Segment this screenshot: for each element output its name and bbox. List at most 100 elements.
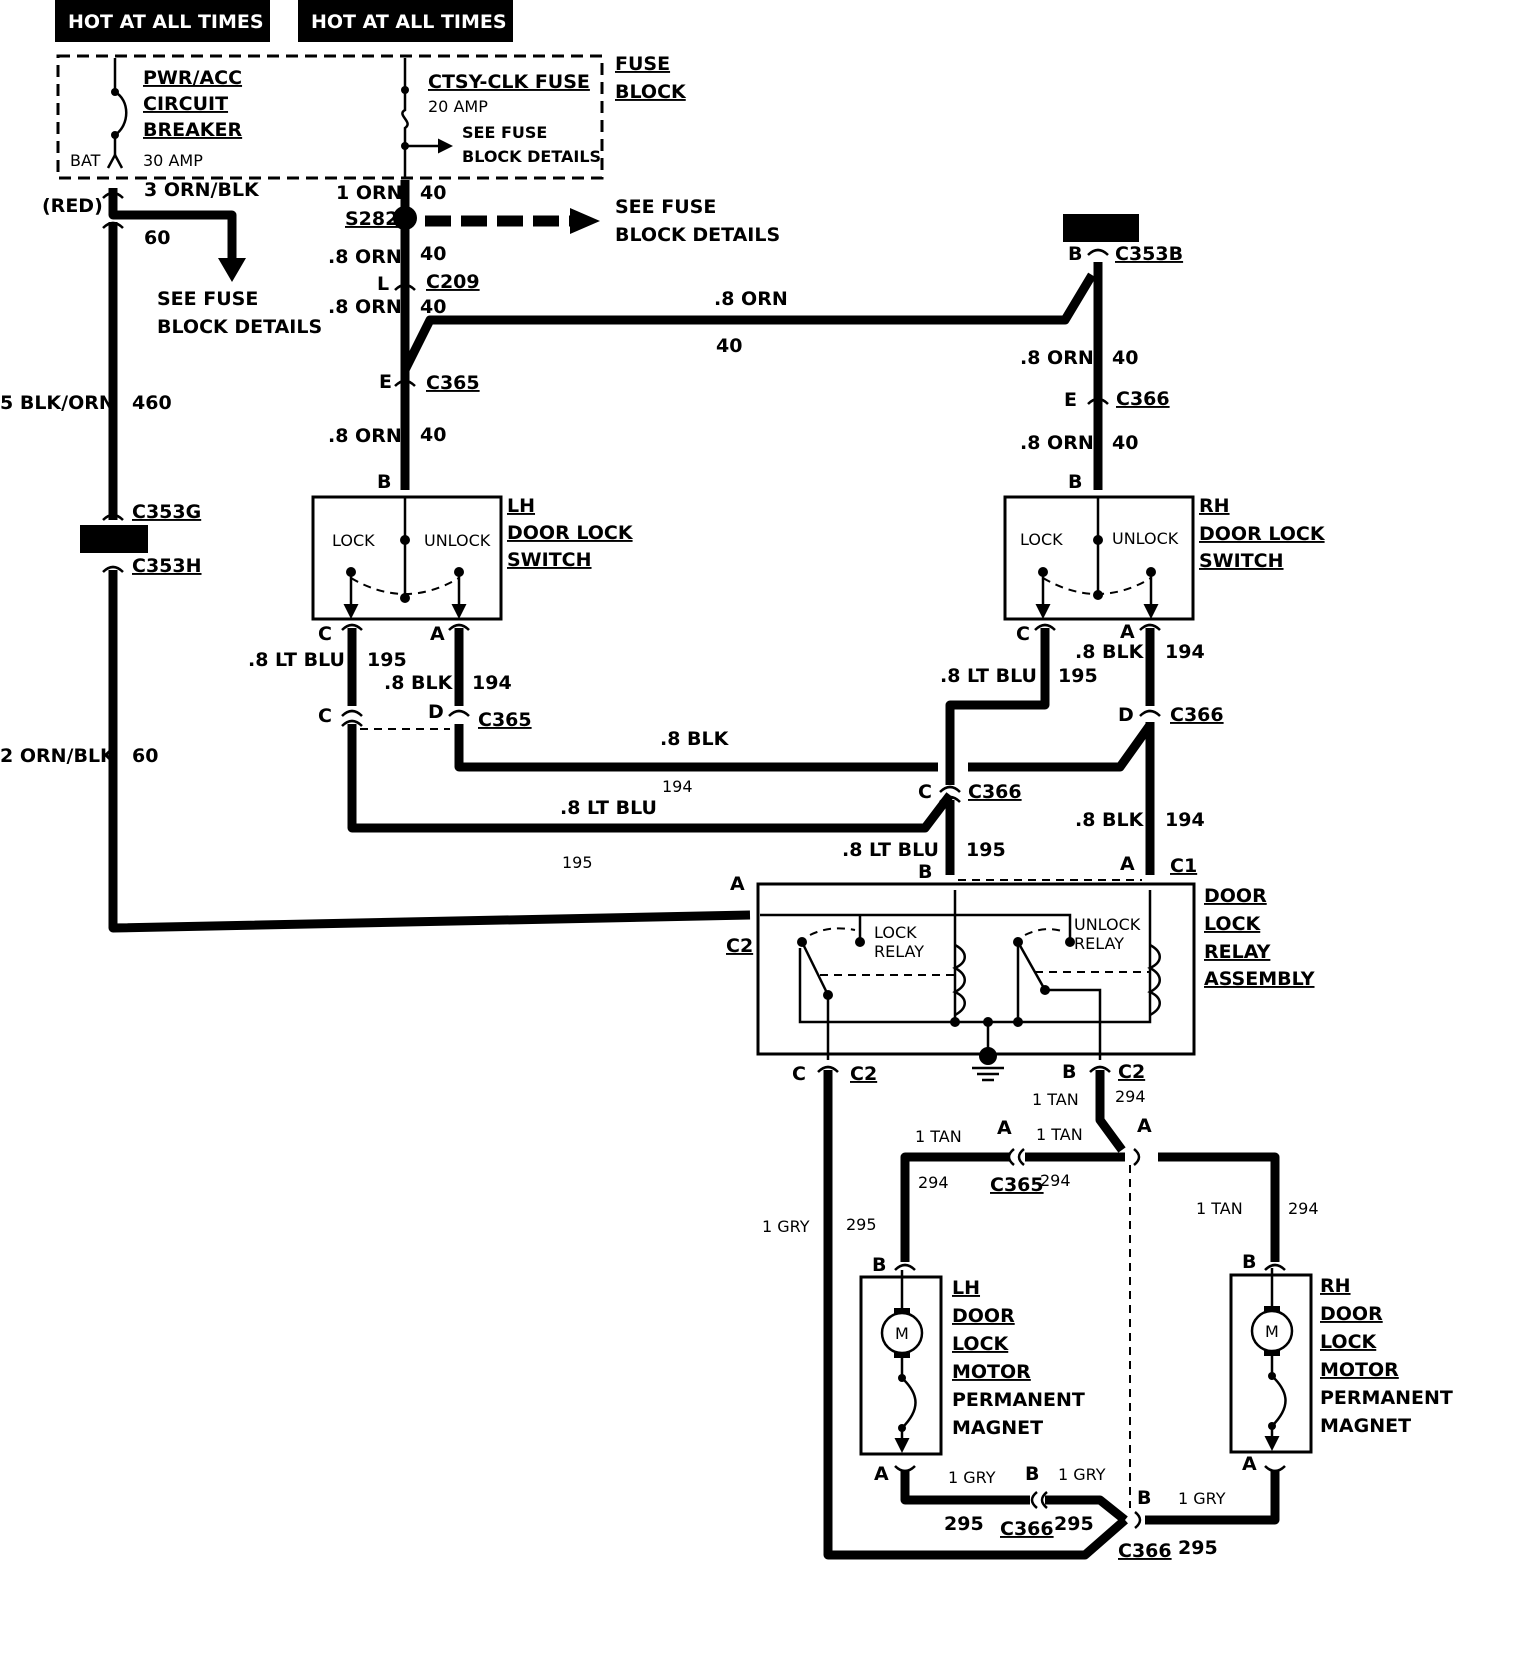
orn-circuit-orn08-label: .8 ORN: [328, 246, 402, 268]
orn-circuit-c209-label: C209: [426, 271, 480, 293]
lock-wires-pin-b-label: B: [918, 861, 932, 883]
fuse-block-breaker-name-1-label: CIRCUIT: [143, 93, 228, 115]
motor-wires-tan-label: 1 TAN: [915, 1127, 962, 1146]
relay-lock-relay-0-label: LOCK: [874, 923, 917, 942]
rh-door-lock-switch: LOCK UNLOCK: [1003, 495, 1195, 621]
orn-circuit-pin-l-label: L: [377, 273, 389, 295]
orn-circuit-c366-label: C366: [1116, 388, 1170, 410]
lock-wires-c195-label: 195: [966, 839, 1006, 861]
rh-switch-title-2-label: SWITCH: [1199, 550, 1284, 572]
motor-wires-c295-label: 295: [944, 1513, 984, 1535]
lh-switch-title-2-label: SWITCH: [507, 549, 592, 571]
lock-wires-c366-label: C366: [968, 781, 1022, 803]
lock-wires-c366-label: C366: [1170, 704, 1224, 726]
lock-wires-c1-label: C1: [1170, 855, 1197, 877]
orn-circuit-orn08-label: .8 ORN: [1020, 432, 1094, 454]
relay-title-2-label: RELAY: [1204, 941, 1271, 963]
relay-c2-label: C2: [1118, 1061, 1145, 1083]
rh-switch-title-0-label: RH: [1199, 495, 1230, 517]
left-feed-see-details-1-label: BLOCK DETAILS: [157, 316, 322, 338]
motor-wires-pin-a-label: A: [997, 1117, 1012, 1139]
lock-wires-ltblu-label: .8 LT BLU: [560, 797, 657, 819]
rh-switch-pin-a-label: A: [1120, 621, 1135, 643]
motor-wires-c366-label: C366: [1000, 1518, 1054, 1540]
left-feed-wire-mid-circuit-label: 460: [132, 392, 172, 414]
lock-wires-blk-label: .8 BLK: [384, 672, 454, 694]
header-right-label-label: HOT AT ALL TIMES: [311, 11, 507, 33]
orn-circuit-40-wire: [393, 180, 1139, 490]
orn-circuit-pin-b-label: B: [377, 471, 391, 493]
orn-circuit-circuit-label: 40: [420, 182, 446, 204]
motor-wires-c366-label: C366: [1118, 1540, 1172, 1562]
lock-wires-pin-d-label: D: [428, 701, 444, 723]
left-feed-wire-mid-label: 5 BLK/ORN: [0, 392, 115, 414]
rh-switch-unlock-label: UNLOCK: [1112, 529, 1179, 548]
rh-door-lock-motor: M: [1229, 1268, 1313, 1454]
lock-wires-ltblu-label: .8 LT BLU: [842, 839, 939, 861]
lock-wires-c194-label: 194: [1165, 809, 1205, 831]
splice-id-label: S282: [345, 208, 398, 230]
lock-wires-pin-a-label: A: [1120, 853, 1135, 875]
lh-switch-pin-a-label: A: [430, 623, 445, 645]
left-feed-wire: [80, 188, 751, 933]
lh-switch-lock-label: LOCK: [332, 531, 375, 550]
splice-details-0-label: SEE FUSE: [615, 196, 716, 218]
orn-circuit-circuit-label: 40: [420, 296, 446, 318]
rh-motor-symbol-label: M: [1265, 1322, 1279, 1341]
fuse-block-bat-label-label: BAT: [70, 151, 101, 170]
lh-switch-pin-c-label: C: [318, 623, 332, 645]
motor-wires-pin-b-label: B: [1137, 1487, 1151, 1509]
left-feed-conn-top-label: C353G: [132, 501, 201, 523]
left-feed-wire-top-label: 3 ORN/BLK: [144, 179, 260, 201]
motor-wires-c294-label: 294: [1288, 1199, 1319, 1218]
splice-details-1-label: BLOCK DETAILS: [615, 224, 780, 246]
orn-circuit-circuit-label: 40: [420, 424, 446, 446]
orn-circuit-orn08-label: .8 ORN: [1020, 347, 1094, 369]
lh-motor-title-0-label: LH: [952, 1277, 980, 1299]
rh-motor-pin-b-label: B: [1242, 1251, 1256, 1273]
motor-wires-c295-label: 295: [846, 1215, 877, 1234]
lh-switch-unlock-label: UNLOCK: [424, 531, 491, 550]
lh-motor-symbol-label: M: [895, 1324, 909, 1343]
relay-pin-b-label: B: [1062, 1061, 1076, 1083]
motor-wires-c294-label: 294: [1040, 1171, 1071, 1190]
left-feed-wire-low-label: 2 ORN/BLK: [0, 745, 116, 767]
lock-wires-pin-c-label: C: [318, 705, 332, 727]
lock-wires-c195-label: 195: [367, 649, 407, 671]
left-feed-conn-bottom-label: C353H: [132, 555, 202, 577]
relay-c2-label: C2: [850, 1063, 877, 1085]
lh-motor-title-1-label: DOOR: [952, 1305, 1015, 1327]
fuse-block-breaker-name-2-label: BREAKER: [143, 119, 242, 141]
fuse-block-title-1-label: BLOCK: [615, 81, 687, 103]
rh-switch-pin-c-label: C: [1016, 623, 1030, 645]
lh-motor-pin-a-label: A: [874, 1463, 889, 1485]
fuse-block-fuse-details-1-label: BLOCK DETAILS: [462, 147, 601, 166]
fuse-block-breaker-name-0-label: PWR/ACC: [143, 67, 242, 89]
motor-wires-gry-label: 1 GRY: [762, 1217, 810, 1236]
lh-motor-subtitle-0-label: PERMANENT: [952, 1389, 1085, 1411]
relay-pin-c-label: C: [792, 1063, 806, 1085]
relay-pin-a-label: A: [730, 873, 745, 895]
motor-wires-gry-label: 1 GRY: [1178, 1489, 1226, 1508]
orn-circuit-circuit-label: 40: [420, 243, 446, 265]
lh-motor-title-3-label: MOTOR: [952, 1361, 1031, 1383]
lh-door-lock-switch: LOCK UNLOCK: [311, 495, 503, 621]
lh-switch-title-0-label: LH: [507, 495, 535, 517]
motor-wires-c295-label: 295: [1178, 1537, 1218, 1559]
relay-unlock-relay-0-label: UNLOCK: [1074, 915, 1141, 934]
orn-circuit-c353b-label: C353B: [1115, 243, 1183, 265]
header-left-label-label: HOT AT ALL TIMES: [68, 11, 264, 33]
orn-circuit-orn08-label: .8 ORN: [714, 288, 788, 310]
rh-motor-title-1-label: DOOR: [1320, 1303, 1383, 1325]
hot-at-all-times-label-right: HOT AT ALL TIMES: [298, 0, 513, 42]
orn-circuit-c365-label: C365: [426, 372, 480, 394]
left-feed-red-label-label: (RED): [42, 195, 103, 217]
lock-wires-c195-label: 195: [1058, 665, 1098, 687]
motor-wires-tan-label: 1 TAN: [1032, 1090, 1079, 1109]
rh-switch-lock-label: LOCK: [1020, 530, 1063, 549]
relay-unlock-relay-1-label: RELAY: [1074, 934, 1124, 953]
fuse-block-fuse-rating-label: 20 AMP: [428, 97, 488, 116]
lock-wires-blk-label: .8 BLK: [1075, 809, 1145, 831]
motor-wires-gry-label: 1 GRY: [1058, 1465, 1106, 1484]
